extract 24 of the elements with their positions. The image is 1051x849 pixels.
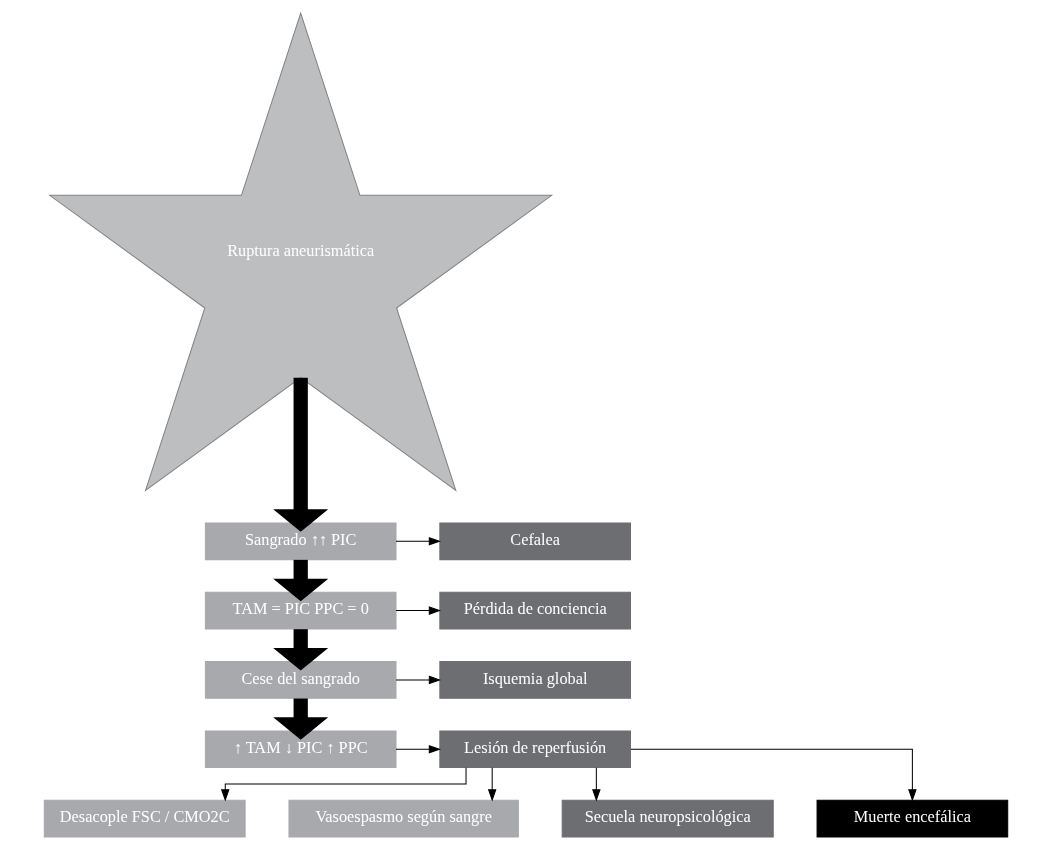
node-box: Pérdida de conciencia [438, 591, 631, 629]
node-box: Lesión de reperfusión [438, 729, 631, 768]
node-box: Cese del sangrado [204, 660, 397, 699]
arrow [395, 675, 441, 684]
arrow [272, 628, 328, 670]
node-box: Isquemia global [438, 660, 631, 699]
arrow [629, 748, 917, 802]
node-box: Desacople FSC / CMO2C [43, 799, 246, 837]
arrow [591, 766, 601, 801]
node-box: Cefalea [438, 521, 631, 560]
arrow [395, 536, 441, 546]
node-box: Muerte encefálica [816, 799, 1008, 837]
arrow [395, 744, 441, 754]
arrow [272, 698, 328, 740]
node-box: Sangrado ↑↑ PIC [204, 521, 397, 560]
node-box: TAM = PIC PPC = 0 [204, 591, 397, 629]
node-box: Secuela neuropsicológica [561, 799, 774, 837]
arrow [220, 766, 467, 802]
node-box: Vasoespasmo según sangre [287, 799, 519, 837]
arrow [395, 605, 441, 615]
arrow [487, 766, 496, 801]
arrow [272, 559, 328, 601]
arrow [272, 377, 328, 532]
node-box: ↑ TAM ↓ PIC ↑ PPC [204, 729, 397, 768]
